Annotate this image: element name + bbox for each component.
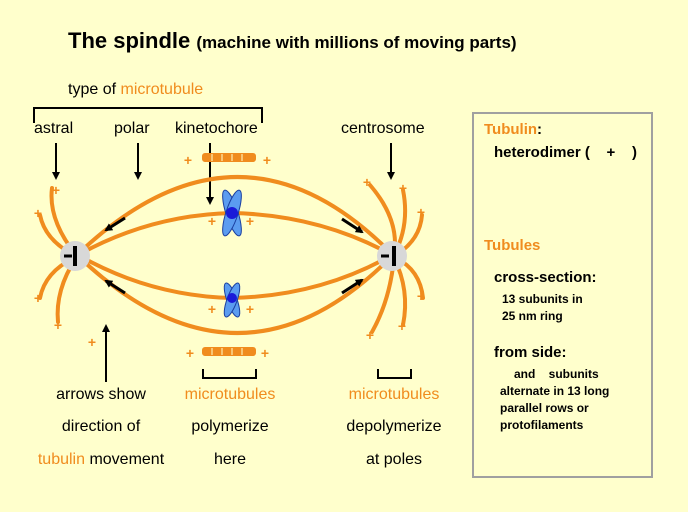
from-side-heading: from side: (494, 344, 567, 361)
plus-sign: + (88, 334, 96, 350)
depolymerize-note-line2: depolymerize (346, 418, 442, 435)
tubulin-heading-colon: : (537, 121, 543, 138)
depolymerize-note-line1: microtubules (348, 386, 440, 403)
plus-ends: + + + + + + + + + + + + + + + + + + + (34, 152, 425, 361)
plus-sign: + (366, 327, 374, 343)
plus-sign: + (399, 180, 407, 196)
plus-sign: + (417, 288, 425, 304)
plus-sign: + (34, 205, 42, 221)
from-side-text: from side (494, 344, 562, 361)
tubulin-movement-arrows (104, 216, 364, 295)
from-side-line3: parallel rows or (500, 401, 589, 415)
tubulin-info-panel: Tubulin: heterodimer ( + ) Tubules cross… (472, 112, 653, 478)
plus-sign: + (263, 152, 271, 168)
cross-section-colon: : (591, 269, 597, 286)
centrosome-left (60, 241, 90, 271)
plus-sign: + (246, 213, 254, 229)
plus-sign: + (34, 290, 42, 306)
plus-sign: + (417, 204, 425, 220)
tubules-heading: Tubules (484, 237, 541, 254)
arrows-note-line2: direction of (61, 418, 141, 435)
from-side-line1: and subunits (514, 367, 599, 381)
type-of-microtubule-label: type of microtubule (68, 81, 203, 99)
label-polar: polar (114, 120, 150, 137)
arrows-note-line1: arrows show (56, 386, 146, 403)
polymerize-note-line3: here (213, 451, 247, 468)
movement-text: movement (85, 451, 165, 468)
kinetochore-microtubule-right-bottom (230, 253, 394, 300)
polymerize-note-line1: microtubules (184, 386, 276, 403)
cross-section-text: cross-section (494, 269, 592, 286)
from-side-line2: alternate in 13 long (500, 384, 610, 398)
label-centrosome: centrosome (341, 120, 425, 137)
depolymerize-note-line3: at poles (365, 451, 423, 468)
kinetochore-microtubule-right-top (230, 211, 394, 257)
chromosome-bottom (223, 282, 241, 318)
from-side-colon: : (561, 344, 567, 361)
polymerizing-caps (202, 153, 256, 356)
from-side-line4: protofilaments (500, 418, 584, 432)
plus-sign: + (54, 317, 62, 333)
plus-sign: + (246, 301, 254, 317)
chromosome-top (222, 189, 242, 237)
centrosome-right (377, 241, 407, 271)
type-bracket (33, 107, 263, 123)
page-title: The spindle (machine with millions of mo… (68, 28, 517, 54)
tubulin-heading: Tubulin: (484, 121, 542, 138)
type-label-prefix: type of (68, 81, 121, 98)
plus-sign: + (186, 345, 194, 361)
type-label-highlight: microtubule (120, 81, 204, 98)
title-main: The spindle (68, 28, 191, 53)
plus-sign: + (261, 345, 269, 361)
tubulin-highlight: tubulin (37, 451, 86, 468)
bottom-brackets (202, 369, 412, 379)
plus-sign: + (208, 301, 216, 317)
plus-sign: + (184, 152, 192, 168)
plus-sign: + (398, 318, 406, 334)
kinetochore-microtubule-left-bottom (76, 253, 234, 300)
plus-sign: + (363, 174, 371, 190)
label-astral: astral (34, 120, 74, 137)
label-kinetochore: kinetochore (175, 120, 258, 137)
kinetochore-microtubule-left-top (76, 211, 234, 257)
plus-sign: + (208, 213, 216, 229)
tubulin-heading-text: Tubulin (484, 121, 538, 138)
title-subtitle: (machine with millions of moving parts) (196, 33, 517, 52)
arrows-note-line3: tubulin movement (38, 451, 164, 469)
cross-section-heading: cross-section: (494, 269, 597, 286)
cross-section-line2: 25 nm ring (502, 309, 563, 323)
polar-microtubule-top (76, 175, 394, 256)
plus-sign: + (52, 182, 60, 198)
polymerize-note-line2: polymerize (191, 418, 269, 435)
cross-section-line1: 13 subunits in (502, 292, 583, 306)
heterodimer-label: heterodimer ( + ) (494, 144, 637, 161)
